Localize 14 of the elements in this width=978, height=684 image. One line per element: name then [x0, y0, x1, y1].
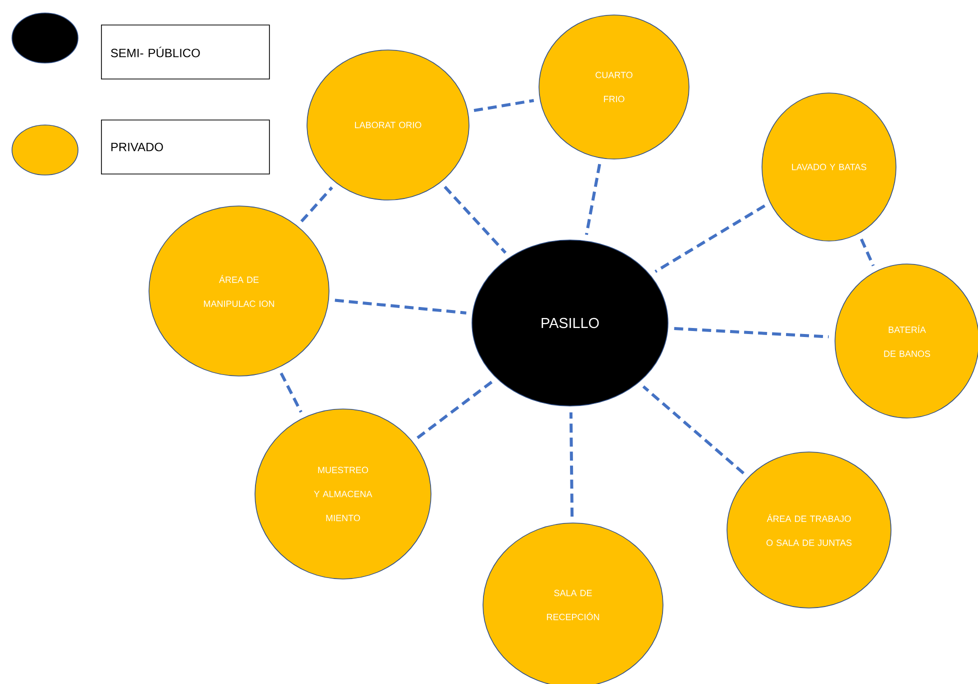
dashed-connector — [569, 412, 574, 517]
dashed-connector — [584, 164, 602, 235]
dashed-connector — [334, 298, 466, 314]
legend-box: PRIVADO — [101, 120, 270, 174]
legend-box: SEMI- PÚBLICO — [101, 24, 270, 80]
dashed-connector — [300, 186, 334, 222]
dashed-connector — [860, 238, 875, 266]
dashed-connector — [280, 372, 302, 413]
dashed-connector — [416, 380, 493, 440]
dashed-connector — [444, 186, 507, 254]
dashed-connector — [674, 327, 829, 338]
dashed-connector — [642, 385, 745, 474]
dashed-connector — [654, 204, 766, 273]
dashed-connector — [474, 99, 534, 112]
